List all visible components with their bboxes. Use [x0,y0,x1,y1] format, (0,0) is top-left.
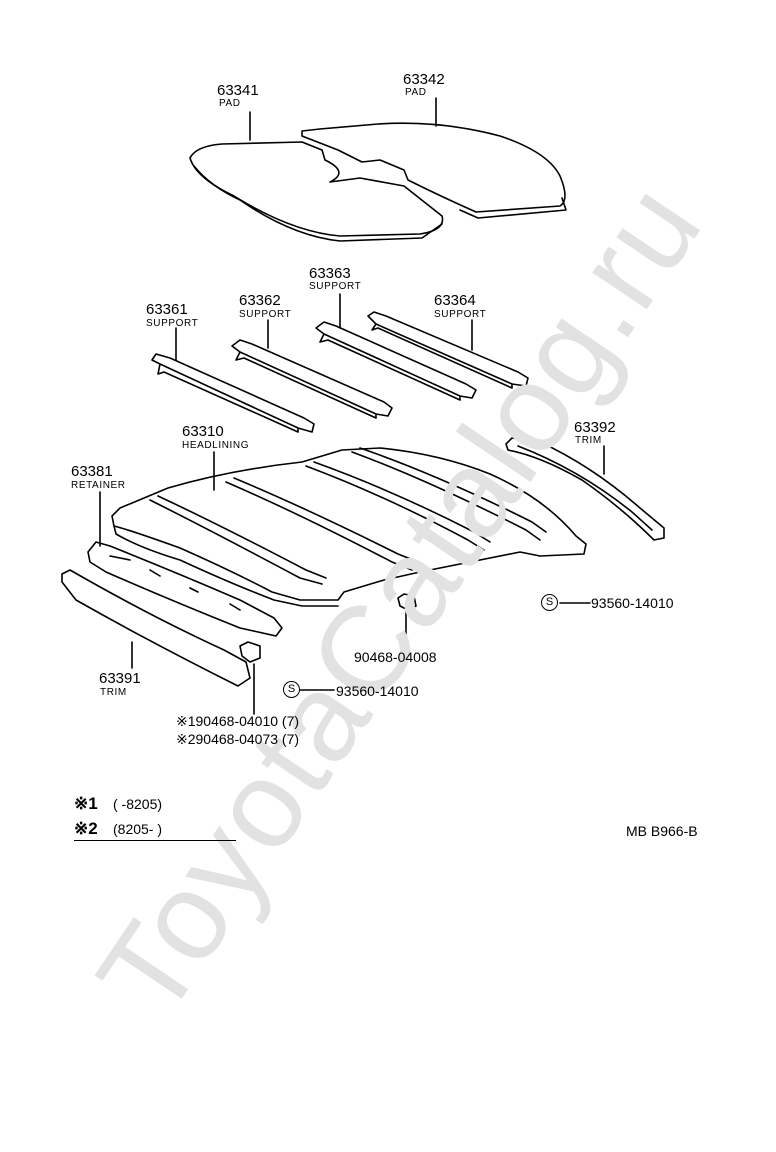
headlining-63310-rib-2 [225,481,413,571]
pad-63342-edge [459,197,567,219]
ref-93560-14010-a: 93560-14010 [591,595,674,611]
legend-text-2: (8205- ) [113,821,163,837]
part-number-63381: 63381 [71,463,113,480]
part-number-63342: 63342 [403,71,445,88]
pad-63342-shape [301,122,566,213]
part-name-63364: SUPPORT [434,309,487,320]
support-63364-shape [367,311,529,389]
part-number-63362: 63362 [239,292,281,309]
part-name-63362: SUPPORT [239,309,292,320]
headlining-63310-rib-2b [233,477,419,563]
support-63361-shape [151,353,315,433]
headlining-63310-rib-4 [351,451,541,541]
part-number-63364: 63364 [434,292,476,309]
clip-90468-04008-shape [397,593,417,611]
part-name-63342: PAD [405,87,427,98]
legend-underline [74,840,236,841]
part-name-63391: TRIM [100,687,127,698]
part-name-63341: PAD [219,98,241,109]
retainer-63381-shape [87,541,283,637]
legend-mark-1: ※1 [74,794,98,813]
part-number-63310: 63310 [182,423,224,440]
part-number-63341: 63341 [217,82,259,99]
trim-63392-inner [517,445,653,531]
retainer-63381-detail [109,555,241,611]
diagram-code: MB B966-B [626,823,698,839]
part-number-63363: 63363 [309,265,351,282]
part-name-63310: HEADLINING [182,440,250,451]
support-63363-shape [315,321,477,401]
s-mark-1: S [541,594,558,611]
ref-90468-04008: 90468-04008 [354,649,437,665]
headlining-63310-rib-1 [149,499,323,585]
headlining-63310-rib-1b [157,495,327,579]
ref-alt-2: ※290468-04073 (7) [176,731,300,747]
ref-alt-1: ※190468-04010 (7) [176,713,300,729]
trim-63391-shape [61,569,251,687]
headlining-63310-rib-3b [313,461,491,543]
pad-63341-shape [189,141,444,237]
part-name-63392: TRIM [575,435,602,446]
part-number-63391: 63391 [99,670,141,687]
clip-alt-shape [239,641,261,663]
part-name-63381: RETAINER [71,480,126,491]
pad-63341-edge [193,165,443,242]
legend-text-1: ( -8205) [113,796,163,812]
part-name-63363: SUPPORT [309,281,362,292]
headlining-63310-outline [111,447,587,601]
ref-93560-14010-b: 93560-14010 [336,683,419,699]
s-mark-2: S [283,681,300,698]
headlining-63310-rib-4b [359,447,547,533]
part-number-63361: 63361 [146,301,188,318]
headlining-63310-front-edge [113,525,339,607]
support-63362-shape [231,339,393,419]
part-number-63392: 63392 [574,419,616,436]
part-name-63361: SUPPORT [146,318,199,329]
legend-mark-2: ※2 [74,819,98,838]
trim-63392-shape [505,437,665,541]
headlining-63310-rib-3 [305,465,485,551]
